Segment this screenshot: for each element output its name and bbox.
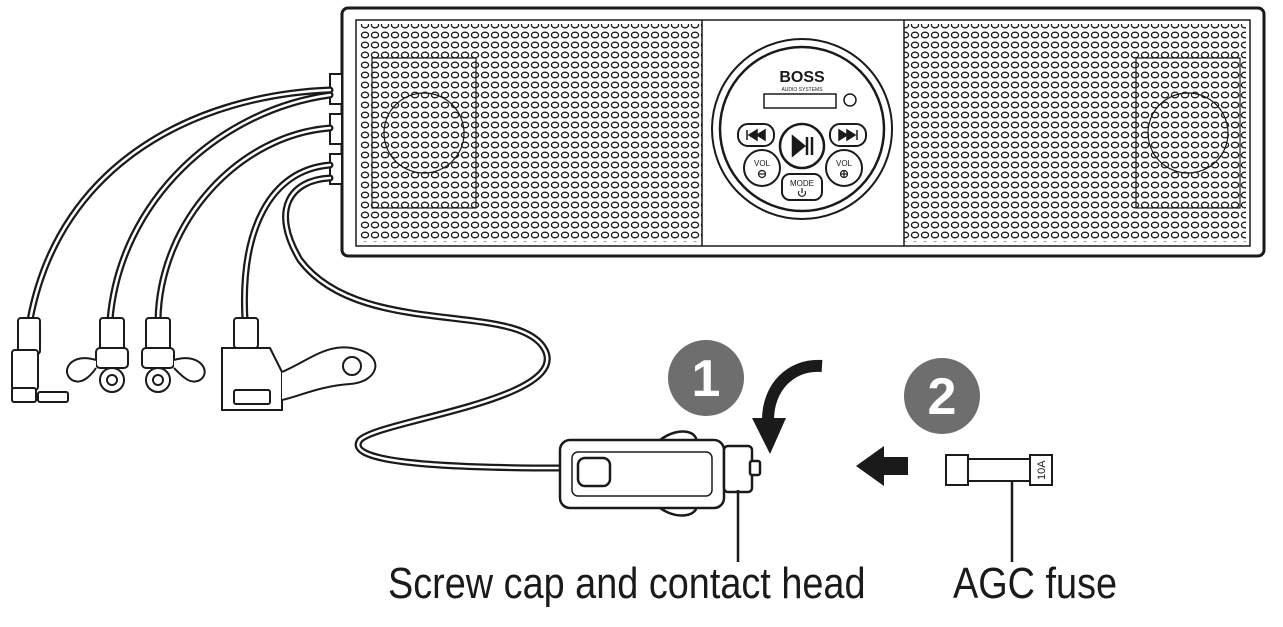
insert-arrow	[856, 446, 908, 486]
volume-up-button[interactable]: VOL	[825, 149, 863, 187]
brand-logo: BOSS	[779, 69, 825, 86]
rca-connector-1	[66, 317, 129, 393]
power-icon	[797, 188, 807, 197]
volume-down-button[interactable]: VOL	[743, 149, 781, 187]
play-pause-icon	[791, 134, 814, 158]
step-2-badge: 2	[904, 358, 980, 434]
volume-up-icon	[839, 169, 849, 179]
prev-track-button[interactable]	[737, 123, 775, 147]
next-track-icon	[838, 128, 858, 142]
right-grille	[904, 24, 1246, 242]
display-screen	[763, 93, 837, 109]
fuse-rating: 10A	[1036, 460, 1048, 480]
cables	[26, 86, 564, 472]
left-grille	[360, 24, 702, 242]
rca-connector-2	[141, 317, 206, 393]
screw-cap-label: Screw cap and contact head	[388, 559, 866, 608]
ir-sensor	[843, 93, 857, 107]
control-panel: BOSS AUDIO SYSTEMS VOL VOL	[711, 38, 893, 220]
usb-icon	[233, 389, 271, 405]
agc-fuse-label: AGC fuse	[953, 559, 1118, 608]
mode-button[interactable]: MODE	[781, 173, 823, 201]
svg-text:1: 1	[692, 350, 721, 408]
svg-text:VOL: VOL	[754, 159, 771, 168]
step-1-badge: 1	[668, 340, 744, 416]
next-track-button[interactable]	[829, 123, 867, 147]
svg-text:VOL: VOL	[836, 159, 853, 168]
svg-text:MODE: MODE	[790, 179, 814, 188]
prev-track-icon	[746, 128, 766, 142]
unscrew-arrow	[752, 359, 823, 454]
usb-connector	[221, 317, 377, 411]
volume-down-icon	[757, 169, 767, 179]
dc-connector	[11, 317, 69, 403]
brand-subtitle: AUDIO SYSTEMS	[781, 87, 823, 93]
play-pause-button[interactable]	[778, 122, 826, 170]
svg-text:2: 2	[928, 368, 957, 426]
lighter-plug	[558, 430, 762, 517]
agc-fuse: 10A	[945, 454, 1053, 486]
